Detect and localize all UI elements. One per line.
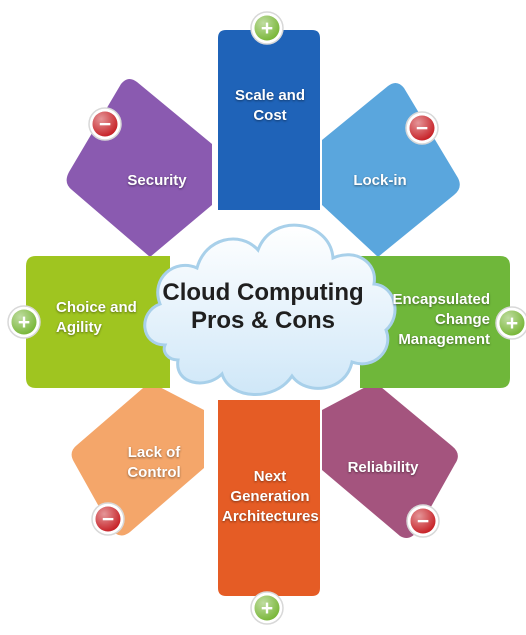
badge-sign: + (261, 17, 273, 40)
label-lack-of-control: Lack of Control (127, 444, 181, 481)
arm-shape (66, 78, 212, 257)
badge-shine (254, 15, 280, 41)
arm-lack-of-control (71, 382, 204, 536)
label-scale-and-cost: Scale and Cost (234, 87, 306, 124)
arm-shape (71, 382, 204, 536)
arm-security (66, 78, 212, 257)
minus-badge-icon: − (406, 504, 440, 538)
center-title: Cloud Computing Pros & Cons (162, 279, 364, 334)
label-reliability: Reliability (347, 459, 419, 476)
center-cloud (143, 223, 397, 396)
badge-shine (11, 309, 37, 335)
label-next-generation-architectures: Next Generation Architectures (222, 468, 319, 525)
badge-shine (95, 506, 121, 532)
label-lock-in: Lock-in (353, 172, 407, 189)
badge-shine (254, 595, 280, 621)
arm-choice-and-agility (26, 256, 170, 388)
badges: + − + − + − + − (7, 11, 526, 625)
badge-sign: − (102, 508, 114, 531)
badge-shine (409, 115, 435, 141)
cloud-shape (143, 223, 397, 396)
plus-badge-icon: + (7, 305, 41, 339)
arm-reliability (322, 382, 458, 538)
badge-sign: + (18, 311, 30, 334)
label-security: Security (127, 172, 187, 189)
arm-next-generation-architectures (218, 400, 320, 596)
badge-shine (92, 111, 118, 137)
minus-badge-icon: − (88, 107, 122, 141)
arm-shape (322, 82, 460, 257)
arm-lock-in (322, 82, 460, 257)
arm-encapsulated-change-management (360, 256, 510, 388)
label-choice-and-agility: Choice and Agility (56, 299, 137, 336)
badge-sign: − (417, 510, 429, 533)
plus-badge-icon: + (250, 11, 284, 45)
arm-shape (322, 382, 458, 538)
arm-shape (26, 256, 170, 388)
arm-scale-and-cost (218, 30, 320, 210)
arm-shape (218, 30, 320, 210)
badge-sign: − (99, 113, 111, 136)
badge-sign: − (416, 117, 428, 140)
minus-badge-icon: − (91, 502, 125, 536)
minus-badge-icon: − (405, 111, 439, 145)
badge-sign: + (506, 312, 518, 335)
label-encapsulated-change-management: Encapsulated Change Management (392, 291, 490, 348)
plus-badge-icon: + (495, 306, 526, 340)
badge-sign: + (261, 597, 273, 620)
arm-shape (360, 256, 510, 388)
badge-shine (499, 310, 525, 336)
plus-badge-icon: + (250, 591, 284, 625)
badge-shine (410, 508, 436, 534)
arm-shape (218, 400, 320, 596)
